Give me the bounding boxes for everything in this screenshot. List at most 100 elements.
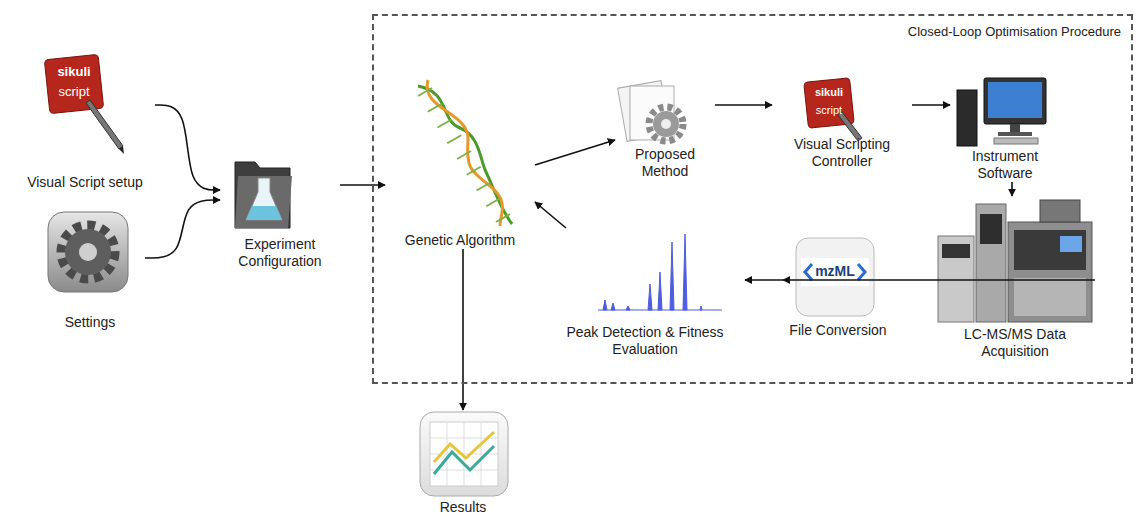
- spectrum-plot-part: [683, 234, 687, 310]
- dna-helix-icon-part-part: [428, 104, 442, 112]
- node-label: Results: [413, 499, 513, 516]
- computer-icon-part: [1010, 124, 1020, 132]
- lcms-instrument-icon-part: [938, 236, 974, 322]
- node-label: Proposed Method: [615, 146, 715, 180]
- lcms-instrument-icon-part: [1008, 222, 1092, 322]
- lcms-instrument-icon-part: [1040, 200, 1080, 222]
- results-chart-icon-part: [430, 422, 498, 486]
- dna-helix-icon-part-part: [467, 167, 481, 175]
- flow-arrow: [783, 279, 1095, 281]
- results-chart-icon-part: [430, 422, 498, 486]
- flow-arrow: [912, 104, 950, 106]
- spectrum-plot: [598, 234, 722, 310]
- file-conversion-node: File Conversion: [783, 236, 893, 339]
- fitness-evaluation-node: Peak Detection & Fitness Evaluation: [545, 228, 745, 358]
- dna-helix-icon-part: [427, 80, 502, 226]
- experiment-config-node: Experiment Configuration: [220, 148, 340, 270]
- node-label: LC-MS/MS Data Acquisition: [935, 326, 1095, 360]
- dna-helix-icon-part: [418, 86, 512, 224]
- folder-icon-part: [246, 178, 282, 220]
- icon-text: sikuli: [44, 64, 104, 80]
- computer-icon: [957, 78, 1046, 146]
- dna-helix-icon-part-part: [418, 88, 432, 96]
- icon-text: sikuli: [799, 85, 859, 99]
- flow-arrow: [340, 184, 385, 186]
- node-label: File Conversion: [783, 322, 893, 339]
- document-gear-icon-part: [661, 119, 671, 129]
- dna-helix-icon-part-part: [457, 151, 471, 159]
- lcms-instrument-icon-part: [1060, 236, 1082, 252]
- settings-icon-part: [79, 243, 97, 261]
- computer-icon-part: [957, 90, 977, 146]
- flow-arrow: [535, 140, 615, 165]
- flow-arrow: [715, 104, 772, 106]
- region-title: Closed-Loop Optimisation Procedure: [374, 16, 1131, 40]
- flow-arrow: [462, 249, 464, 410]
- icon-text: script: [44, 84, 104, 100]
- icon-text: mzML: [805, 263, 865, 280]
- flow-arrow: [145, 200, 220, 258]
- dna-helix-icon-part-part: [438, 120, 452, 128]
- computer-icon-part: [984, 78, 1046, 124]
- settings-icon-part: [65, 229, 111, 275]
- node-label: Genetic Algorithm: [385, 232, 535, 249]
- dna-helix-icon: [418, 80, 512, 226]
- mzml-file-icon-part: [796, 238, 874, 316]
- computer-icon-part: [988, 82, 1042, 118]
- instrument-software-node: Instrument Software: [950, 74, 1060, 182]
- node-label: Visual Script setup: [15, 174, 155, 191]
- mzml-file-icon-part: [805, 264, 865, 280]
- dna-helix-icon-part-part: [496, 214, 510, 222]
- flow-arrow: [535, 202, 566, 228]
- results-chart-icon-part: [434, 432, 494, 462]
- mzml-file-icon-part: [801, 258, 869, 286]
- lcms-instrument-icon-part: [1014, 278, 1086, 316]
- results-chart-icon-part-part: [447, 422, 448, 486]
- flow-arrow: [1011, 182, 1013, 196]
- settings-icon-part: [48, 212, 128, 292]
- results-chart-icon: [420, 412, 508, 496]
- spectrum-plot-part: [670, 242, 674, 310]
- node-label: Settings: [35, 314, 145, 331]
- document-gear-icon-part: [649, 107, 683, 141]
- computer-icon-part: [994, 138, 1038, 144]
- computer-icon-part: [998, 132, 1032, 136]
- document-gear-icon-part: [653, 111, 679, 137]
- settings-icon: [48, 212, 128, 292]
- sikuli-icon: [44, 54, 124, 154]
- results-chart-icon-part-part: [481, 422, 482, 486]
- dna-helix-icon-part: [418, 88, 510, 222]
- sikuli-icon-part: [44, 54, 103, 113]
- node-label: Peak Detection & Fitness Evaluation: [545, 324, 745, 358]
- spectrum-plot-part: [603, 300, 607, 310]
- closed-loop-region: Closed-Loop Optimisation ProcedureGeneti…: [372, 14, 1133, 384]
- sikuli-icon-part: [119, 146, 124, 154]
- lcms-instrument-icon-part: [942, 244, 970, 258]
- dna-helix-icon-part-part: [477, 183, 491, 191]
- node-label: Experiment Configuration: [220, 236, 340, 270]
- spectrum-plot-part: [648, 284, 652, 310]
- settings-node: Settings: [35, 210, 145, 331]
- acquisition-node: LC-MS/MS Data Acquisition: [935, 196, 1095, 360]
- dna-helix-icon-part-part: [447, 135, 461, 143]
- flow-arrow: [155, 105, 220, 190]
- mzml-file-icon: [796, 238, 874, 316]
- lcms-instrument-icon: [938, 200, 1092, 322]
- results-node: Results: [413, 410, 513, 516]
- proposed-method-node: Proposed Method: [615, 78, 715, 180]
- dna-helix-icon-part-part: [486, 198, 500, 206]
- spectrum-plot-part: [611, 303, 615, 310]
- flow-arrow: [745, 279, 783, 281]
- spectrum-plot-part: [658, 272, 662, 310]
- node-label: Instrument Software: [950, 148, 1060, 182]
- sikuli-icon-part: [86, 100, 123, 149]
- folder-icon-part: [246, 206, 282, 220]
- results-chart-icon-part: [434, 446, 494, 474]
- spectrum-plot-part: [700, 306, 702, 310]
- node-label: Visual Scripting Controller: [772, 136, 912, 170]
- genetic-algorithm-node: Genetic Algorithm: [385, 78, 535, 249]
- folder-icon: [235, 162, 292, 228]
